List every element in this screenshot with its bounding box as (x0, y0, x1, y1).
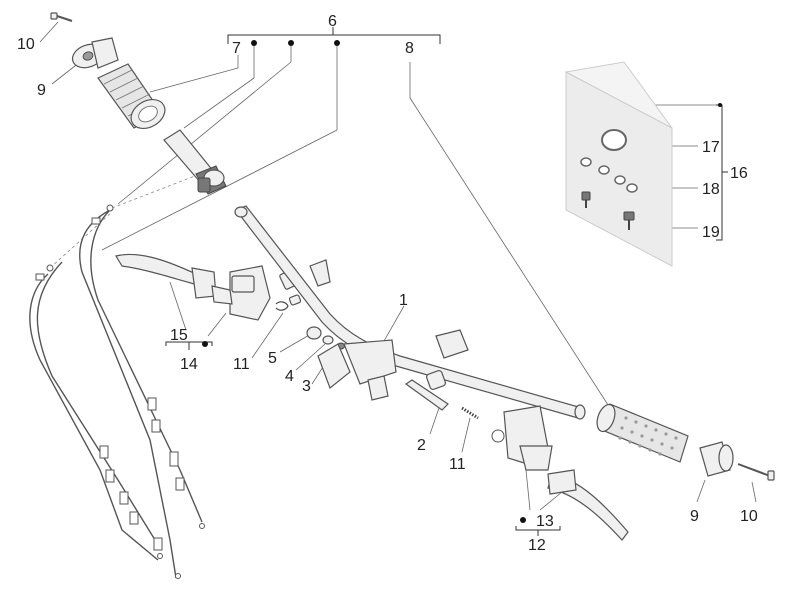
callout-labels: 1 2 3 4 5 6 7 8 9 9 10 10 11 11 12 13 14… (17, 13, 758, 554)
screw-10-left (50, 12, 73, 22)
callout-label-9-left: 9 (37, 82, 46, 99)
callout-label-18: 18 (702, 181, 720, 198)
small-parts-left (275, 270, 345, 350)
spring-pin-11 (461, 406, 479, 420)
callout-label-12: 12 (528, 537, 546, 554)
callout-label-13: 13 (536, 513, 554, 530)
callout-label-7: 7 (232, 40, 241, 57)
bar-end-weight-9-right (699, 441, 734, 477)
bolt-2 (404, 379, 449, 411)
left-grip (97, 63, 166, 130)
callout-label-17: 17 (702, 139, 720, 156)
right-master-cylinder (491, 405, 553, 471)
screw-10-right (737, 463, 775, 481)
group-6-bracket (227, 27, 441, 46)
callout-label-2: 2 (417, 437, 426, 454)
callout-label-11-left: 11 (233, 356, 250, 373)
bracket-14-15 (165, 341, 213, 350)
callout-label-15: 15 (170, 327, 188, 344)
callout-label-10-right: 10 (740, 508, 758, 525)
kit-panel-16 (564, 61, 728, 267)
callout-label-16: 16 (730, 165, 748, 182)
left-master-cylinder (211, 265, 271, 321)
callout-label-19: 19 (702, 224, 720, 241)
callout-label-6: 6 (328, 13, 337, 30)
handlebar-main (234, 205, 586, 420)
callout-label-14: 14 (180, 356, 198, 373)
throttle-twist (163, 129, 227, 195)
dashed-guides (49, 173, 201, 269)
right-grip (596, 403, 689, 463)
left-brake-lever (115, 253, 217, 299)
callout-label-10-left: 10 (17, 36, 35, 53)
callout-label-11-right: 11 (449, 456, 466, 473)
callout-label-4: 4 (285, 368, 294, 385)
callout-label-8: 8 (405, 40, 414, 57)
callout-label-1: 1 (399, 292, 408, 309)
callout-label-3: 3 (302, 378, 311, 395)
bar-end-weight-9-left (71, 37, 119, 69)
callout-label-9-right: 9 (690, 508, 699, 525)
right-brake-lever (547, 469, 629, 541)
bracket-12-13 (515, 517, 561, 536)
leader-lines (39, 21, 757, 511)
callout-label-5: 5 (268, 350, 277, 367)
throttle-cables (29, 204, 205, 579)
